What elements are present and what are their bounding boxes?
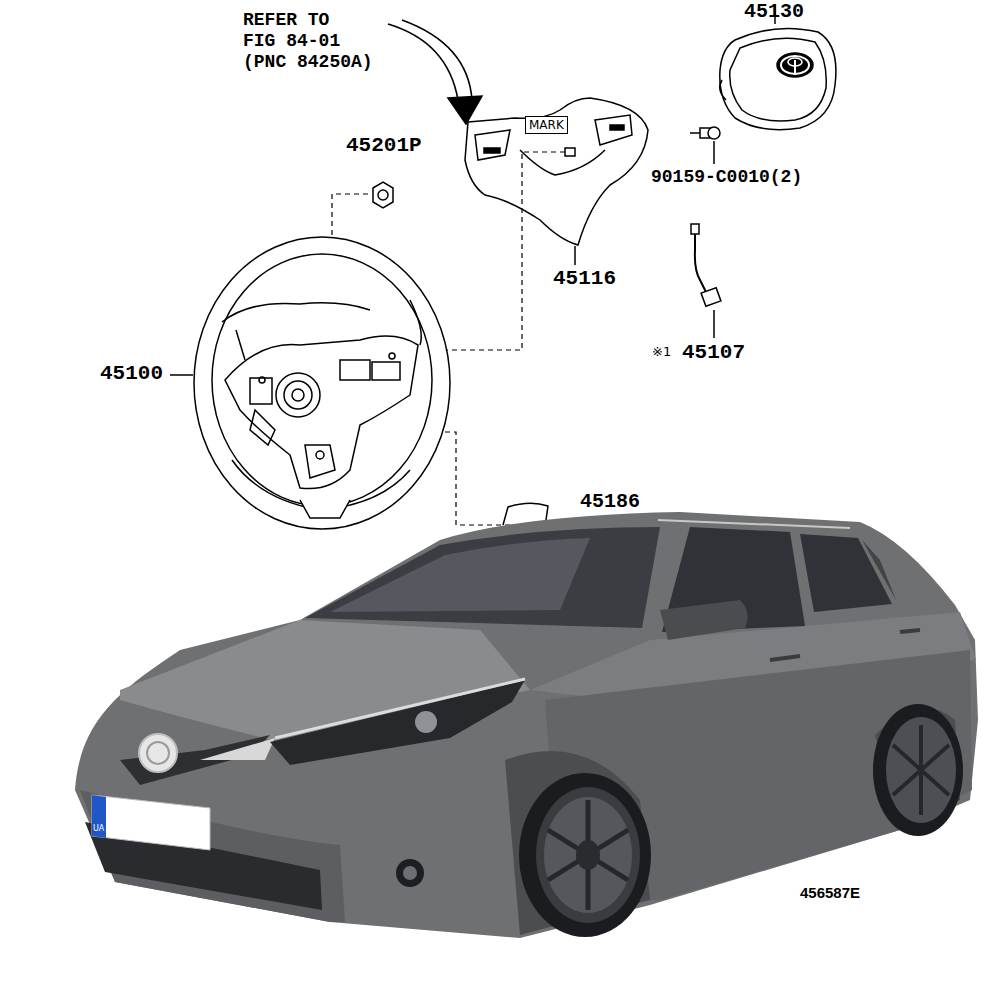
wrap-spacer — [340, 10, 378, 31]
steering-wheel — [194, 237, 450, 529]
mark-tag: MARK — [525, 116, 568, 134]
reference-note: REFER TO FIG 84-01 (PNC 84250A) — [243, 10, 378, 73]
horn-pad — [720, 28, 836, 129]
tag-text: MARK — [529, 118, 564, 132]
callout-number: 45107 — [682, 341, 745, 365]
callout-number: 45201P — [346, 134, 422, 158]
steering-cover — [465, 98, 648, 245]
figure-id: 456587E — [800, 884, 860, 901]
callout-number: 45116 — [553, 267, 616, 291]
note-mark: ※1 — [652, 344, 671, 359]
car-illustration — [75, 512, 978, 938]
plate-country: UA — [93, 824, 104, 833]
callout-number: 45186 — [580, 490, 640, 513]
callout-number: 45130 — [744, 0, 804, 23]
part-number: 90159-C0010(2) — [651, 167, 802, 188]
reference-arrow — [388, 24, 458, 100]
callout-number: 45100 — [100, 362, 163, 386]
